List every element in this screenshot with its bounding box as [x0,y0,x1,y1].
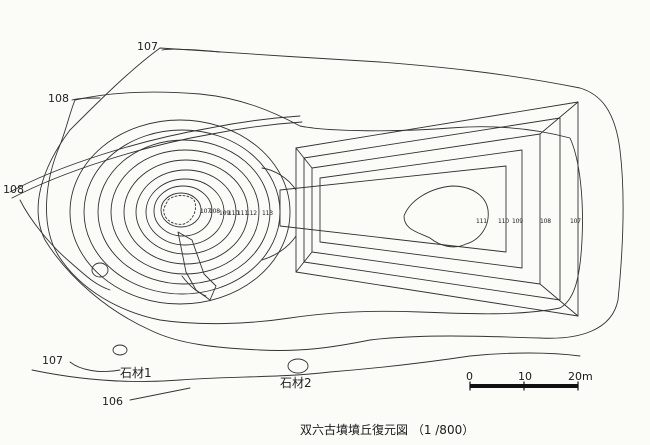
contour-107-outer [37,47,624,351]
contour-label-107-top: 107 [137,40,158,53]
contour-label-108-top: 108 [48,92,69,105]
contour-label-inner-3: 109 [219,210,230,217]
trench [177,231,217,301]
contour-label-inner-7: 113 [262,210,273,217]
contour-108-left [19,199,111,291]
front-terrace [403,185,489,248]
contour-label-107-bottom: 107 [42,354,63,367]
scale-label-20m: 20m [568,370,593,383]
contour-108-outer [46,91,583,325]
stone-1-shape [112,344,128,356]
trench-inner [181,275,207,297]
leader-108-top [71,97,101,101]
neck-contour-2 [261,235,297,261]
contour-label-inner-4: 110 [228,210,239,217]
scale-label-10: 10 [518,370,532,383]
stone-2-shape [287,358,309,374]
contour-label-inner-2: 108 [209,208,220,215]
stone-1-label: 石材1 [120,366,152,380]
contour-label-inner-6: 112 [246,210,257,217]
scale-label-0: 0 [466,370,473,383]
front-label-109: 109 [512,218,523,225]
leader-106-bottom [129,387,191,401]
mound-contours [69,119,291,305]
front-label-111: 111 [476,218,487,225]
neck-contour-1 [261,167,297,191]
leader-107-top [161,48,221,53]
front-label-107: 107 [570,218,581,225]
small-mound [91,262,109,278]
front-mound-outlines [279,101,579,317]
front-label-110: 110 [498,218,509,225]
scale-bar-fill [470,384,578,388]
stone-2-label: 石材2 [280,376,312,390]
road-line-lower [11,121,303,199]
front-label-108: 108 [540,218,551,225]
contour-label-108-left: 108 [3,183,24,196]
leader-107-bottom [69,361,121,373]
map-caption: 双六古墳墳丘復元図 （1 /800） [300,423,475,437]
contour-label-inner-5: 111 [237,210,248,217]
contour-label-106-bottom: 106 [102,395,123,408]
contour-label-inner-1: 107 [200,208,211,215]
road-line-upper [9,115,301,193]
contour-106 [31,352,581,382]
